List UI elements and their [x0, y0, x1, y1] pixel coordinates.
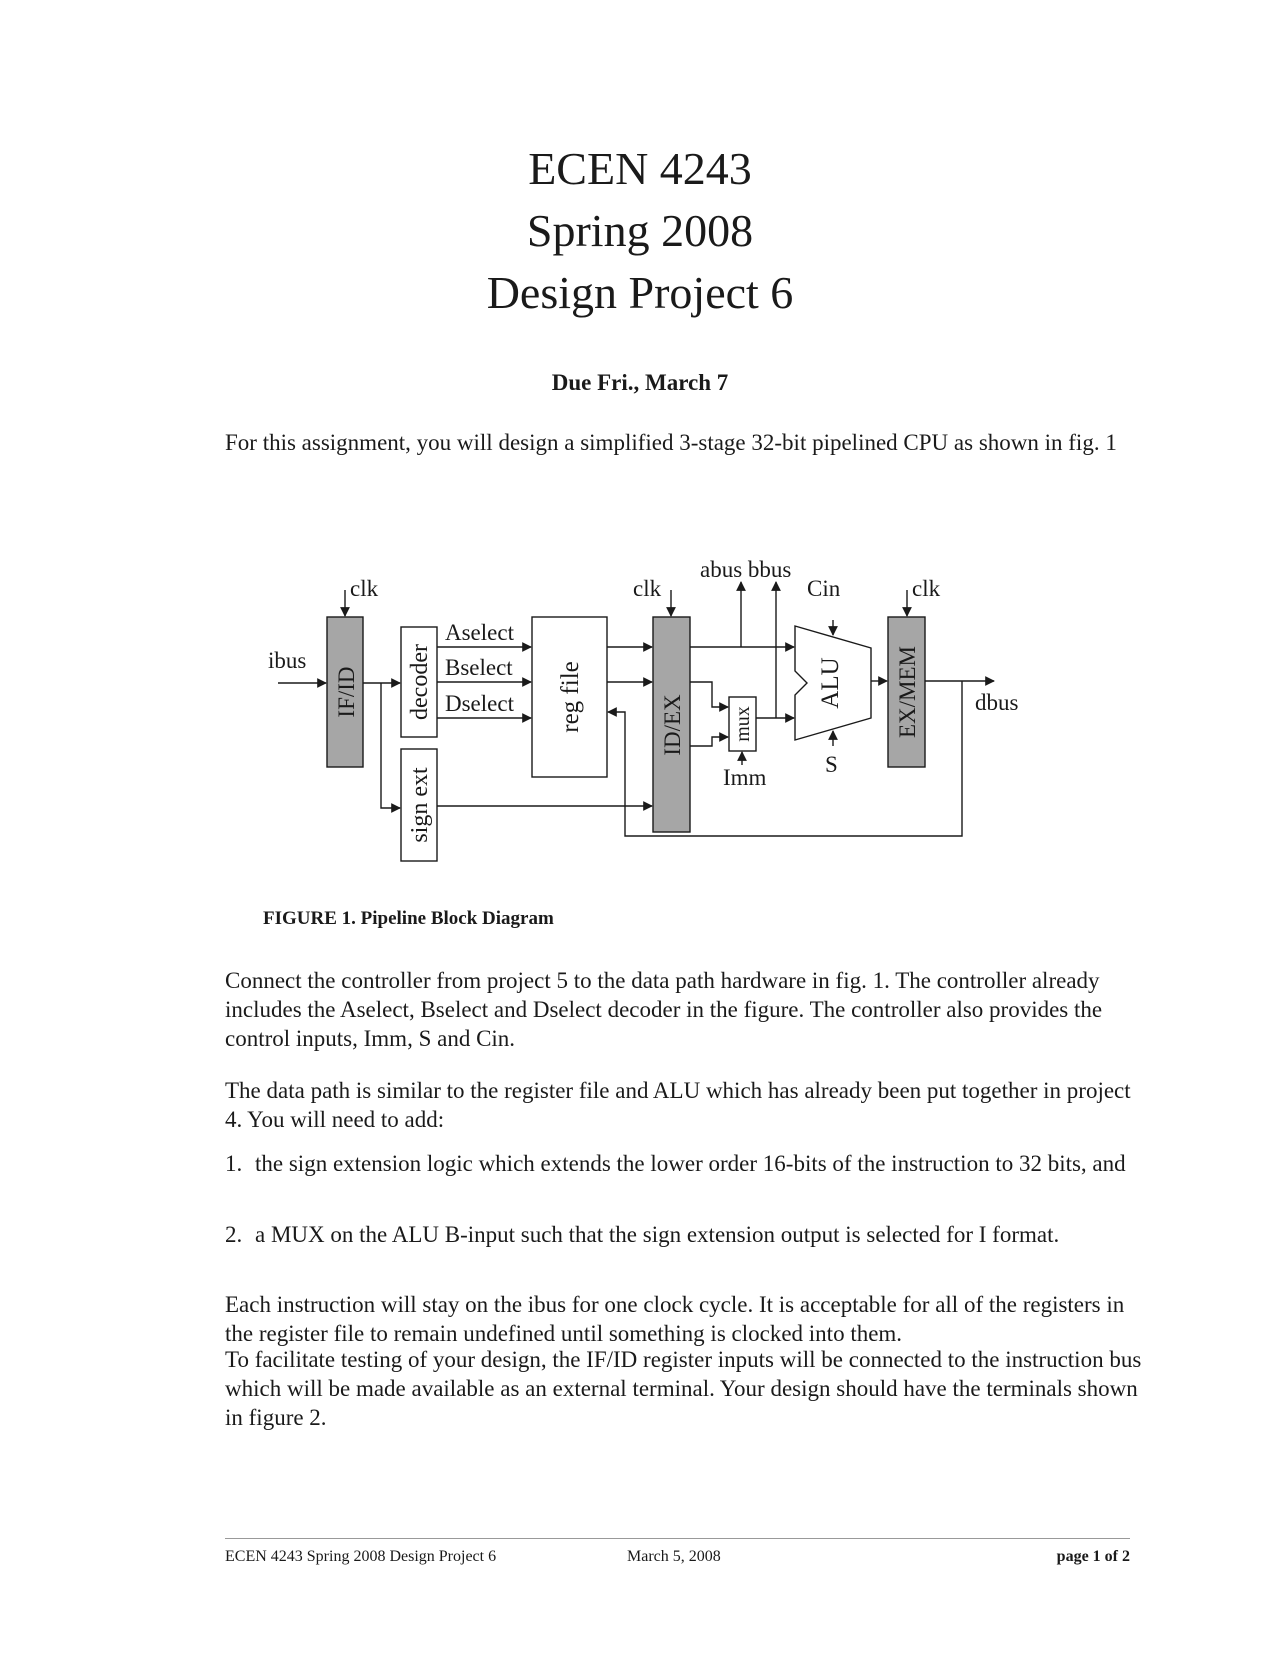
list-text: the sign extension logic which extends t…	[255, 1151, 1126, 1176]
bselect-label: Bselect	[445, 655, 513, 680]
list-number: 2.	[225, 1222, 243, 1247]
reg-file-label: reg file	[557, 661, 584, 732]
ex-mem-register	[887, 616, 926, 768]
project-title: Design Project 6	[486, 267, 794, 318]
figure-caption: FIGURE 1. Pipeline Block Diagram	[263, 908, 554, 929]
ex-mem-label: EX/MEM	[895, 646, 920, 738]
mux-box	[728, 696, 757, 752]
mux-label: mux	[732, 706, 754, 742]
list-text: a MUX on the ALU B-input such that the s…	[255, 1222, 1060, 1247]
alu-label: ALU	[817, 657, 844, 708]
paragraph-ibus: Each instruction will stay on the ibus f…	[225, 1292, 1125, 1346]
term-title: Spring 2008	[526, 205, 754, 256]
id-ex-label: ID/EX	[660, 694, 685, 756]
clk-label-2: clk	[633, 576, 662, 601]
intro-paragraph: For this assignment, you will design a s…	[225, 430, 1117, 455]
s-label: S	[825, 752, 838, 777]
clk-label-3: clk	[912, 576, 941, 601]
list-number: 1.	[225, 1151, 243, 1176]
footer-rule	[225, 1538, 1130, 1539]
reg-file-box	[531, 616, 608, 778]
pipeline-block-diagram: clk clk clk ibus Aselect Bselect Dselect…	[268, 560, 1019, 862]
paragraph-datapath: The data path is similar to the register…	[225, 1078, 1131, 1132]
abus-bbus-label: abus bbus	[700, 560, 791, 582]
cin-label: Cin	[807, 576, 841, 601]
paragraph-testing: To facilitate testing of your design, th…	[225, 1347, 1142, 1430]
dselect-label: Dselect	[445, 691, 515, 716]
if-id-label: IF/ID	[334, 666, 359, 717]
footer-page-number: page 1 of 2	[1056, 1548, 1130, 1565]
ibus-label: ibus	[268, 648, 306, 673]
clk-label-1: clk	[350, 576, 379, 601]
decoder-label: decoder	[407, 644, 433, 720]
footer-left: ECEN 4243 Spring 2008 Design Project 6	[225, 1548, 497, 1565]
sign-ext-box	[400, 748, 438, 862]
imm-label: Imm	[723, 765, 767, 790]
sign-ext-label: sign ext	[407, 767, 433, 843]
due-date: Due Fri., March 7	[551, 370, 729, 395]
if-id-register	[326, 616, 364, 768]
decoder-box	[400, 626, 438, 738]
aselect-label: Aselect	[445, 620, 515, 645]
paragraph-controller: Connect the controller from project 5 to…	[225, 968, 1103, 1051]
dbus-label: dbus	[975, 690, 1019, 715]
footer-date: March 5, 2008	[627, 1548, 721, 1565]
alu-shape	[794, 625, 872, 741]
course-title: ECEN 4243	[528, 143, 752, 194]
id-ex-register	[652, 616, 691, 833]
